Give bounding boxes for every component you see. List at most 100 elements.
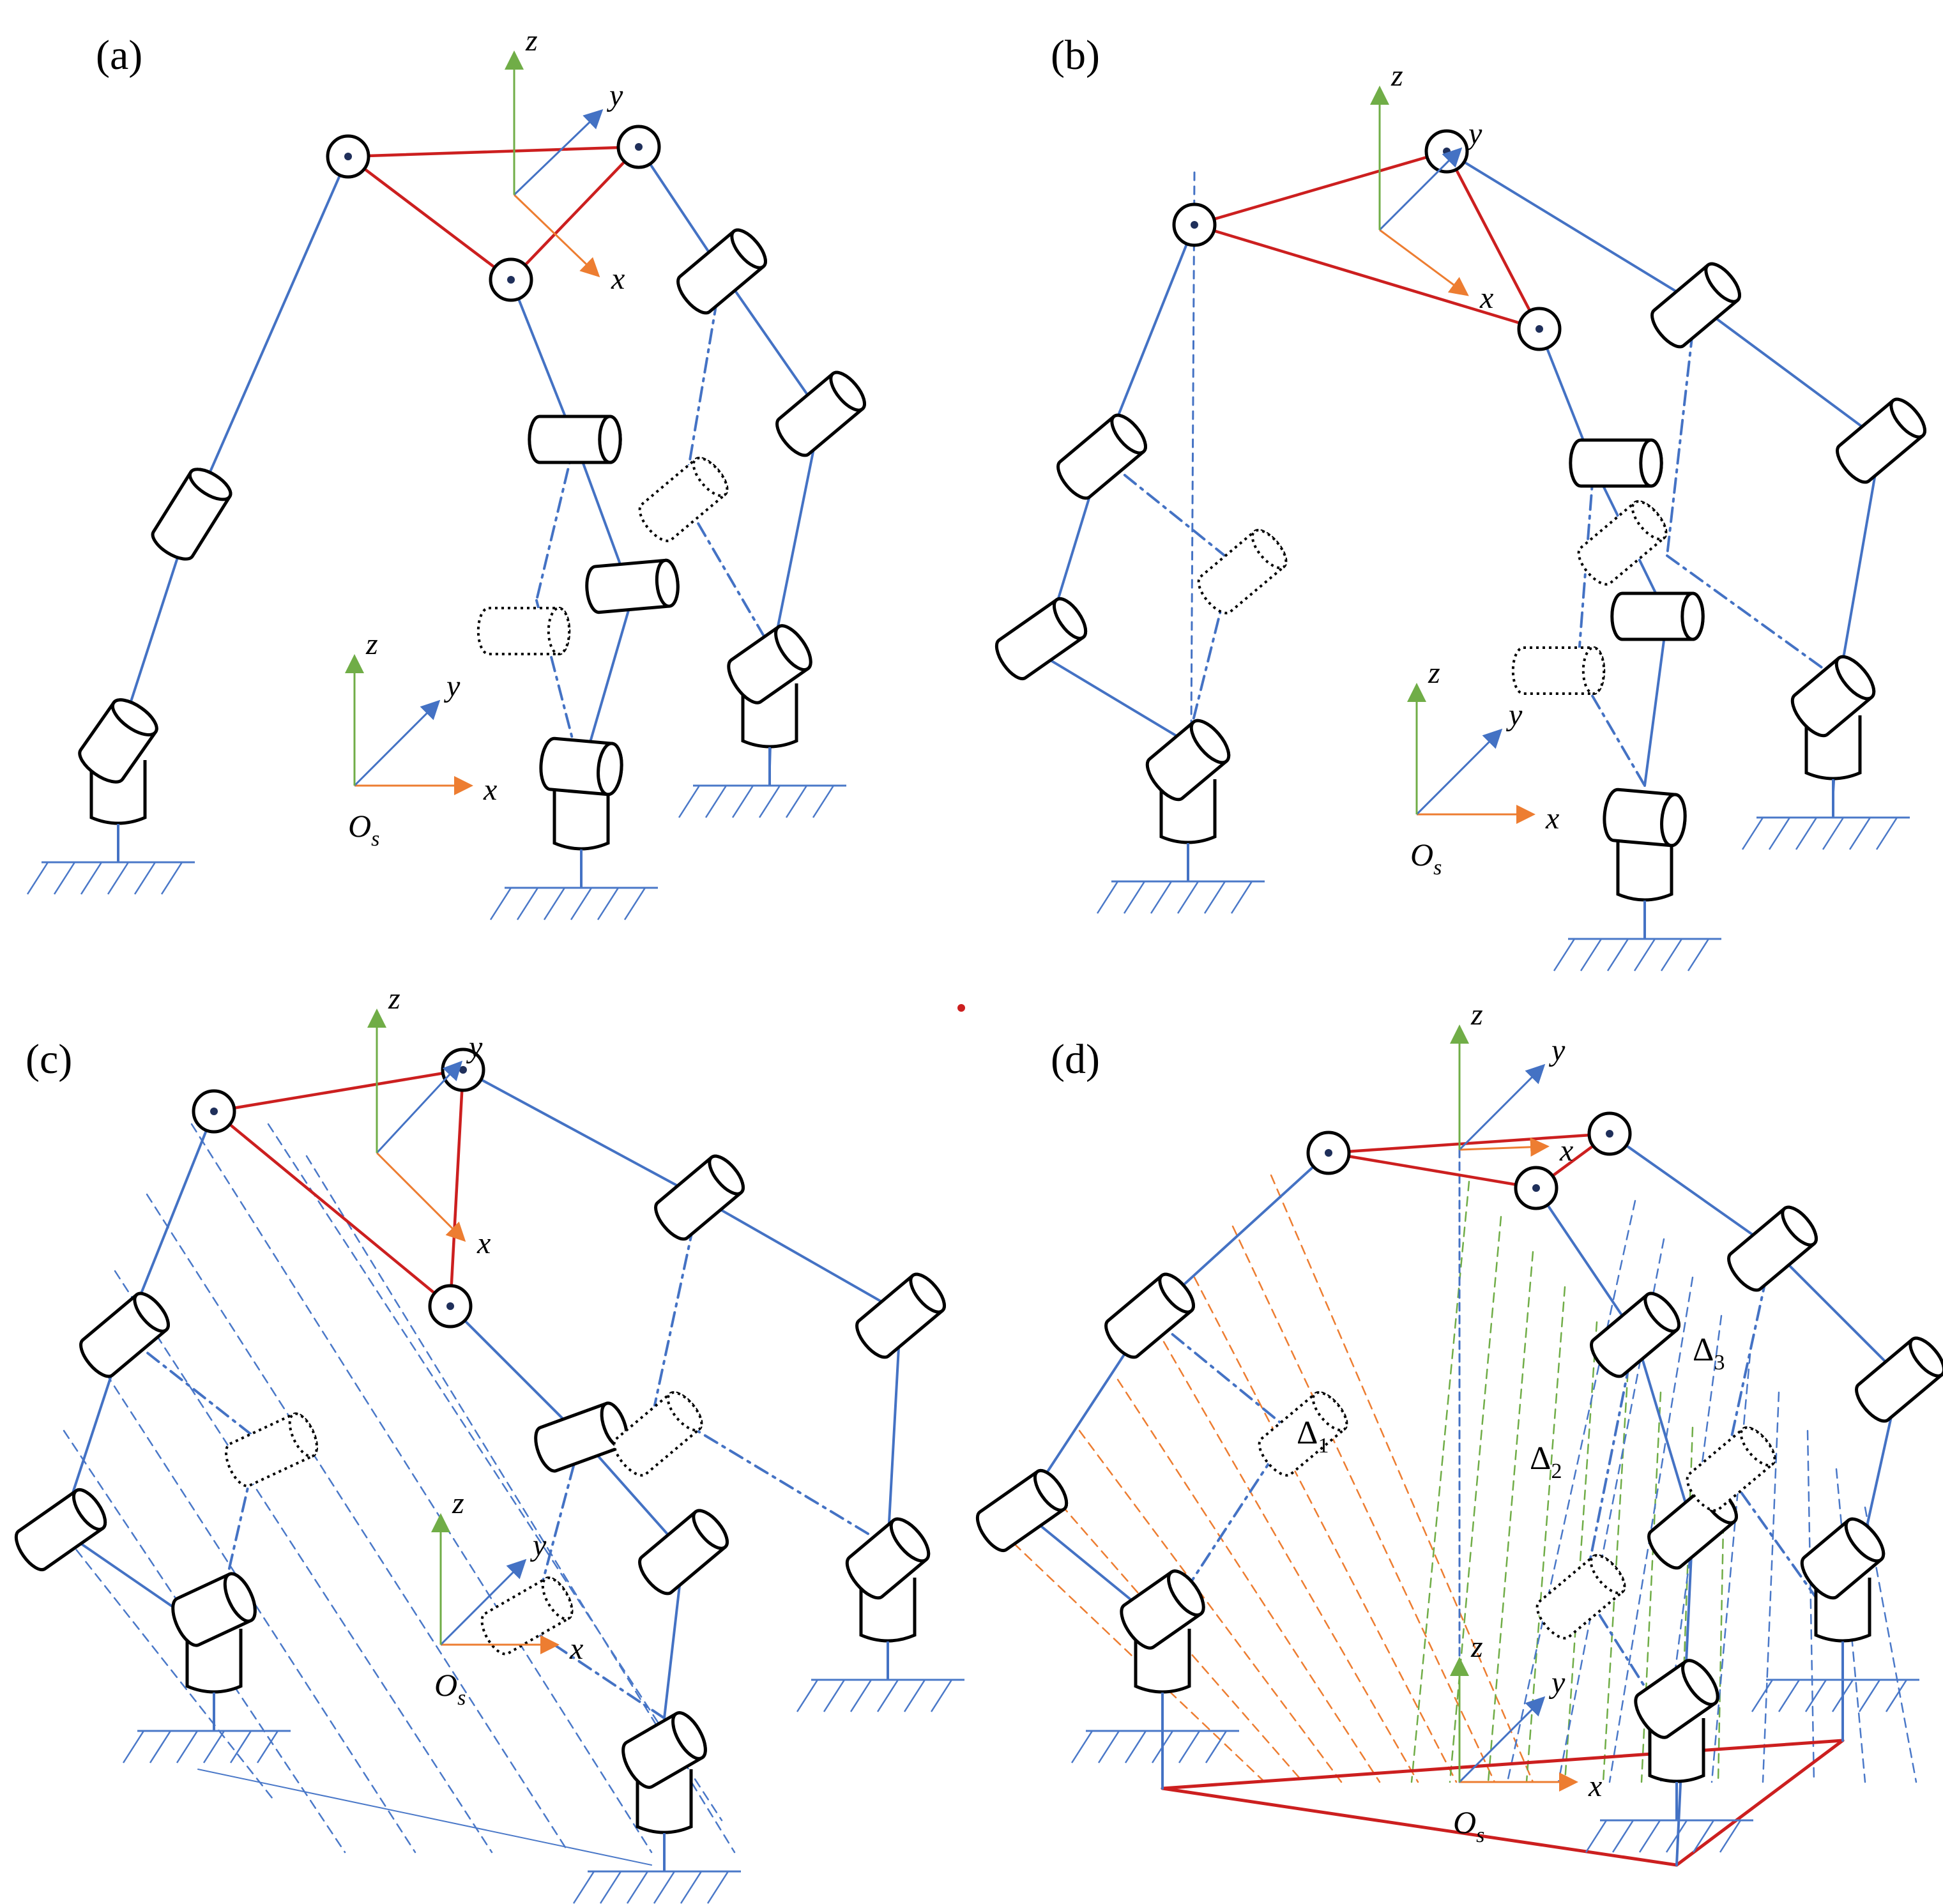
- x-axis-label: x: [1588, 1769, 1602, 1803]
- z-axis-label: z: [452, 1486, 464, 1520]
- z-axis-label: z: [525, 24, 538, 57]
- hatch-line: [1193, 1276, 1458, 1783]
- base-actuator-icon: [1585, 1718, 1753, 1853]
- virtual-joint-icon: [638, 457, 729, 542]
- virtual-link: [653, 1404, 889, 1547]
- origin-label: Os: [348, 808, 379, 851]
- hatch-line: [1155, 1327, 1419, 1783]
- actuator-head-icon: [1603, 788, 1687, 848]
- hatch-line: [1002, 1532, 1266, 1783]
- link: [1040, 653, 1186, 742]
- origin-subscript: s: [371, 827, 379, 851]
- prismatic-joint-icon: [1836, 397, 1926, 484]
- panel-label-a: (a): [96, 32, 142, 79]
- platform-edge: [1327, 1151, 1538, 1190]
- prismatic-joint-icon: [676, 228, 767, 315]
- prismatic-joint-icon: [528, 415, 622, 464]
- prismatic-joint-icon: [638, 1509, 729, 1596]
- revolute-joint-icon: [489, 257, 533, 302]
- revolute-joint-icon: [428, 1284, 473, 1329]
- y-axis-label: y: [1548, 1033, 1566, 1067]
- link: [1608, 1132, 1774, 1250]
- link: [887, 1311, 902, 1547]
- origin-subscript: s: [1433, 856, 1442, 880]
- base-c-coordinate-frame: [431, 1513, 560, 1654]
- x-axis-arrow: [513, 194, 600, 278]
- actuator-head-icon: [1790, 655, 1876, 738]
- link: [510, 278, 576, 442]
- virtual-joint-icon: [225, 1412, 318, 1488]
- prismatic-joint-icon: [1610, 591, 1705, 641]
- hatch-edge: [197, 1769, 652, 1866]
- virtual-joint-icon: [1258, 1391, 1348, 1477]
- region-label-delta-3: Δ3: [1693, 1332, 1725, 1375]
- hatch-line: [1762, 1391, 1780, 1783]
- region-label-delta-2: Δ2: [1530, 1440, 1562, 1483]
- revolute-joint-icon: [1306, 1131, 1351, 1175]
- virtual-link: [682, 270, 723, 499]
- prismatic-joint-icon: [1650, 262, 1741, 349]
- prismatic-joint-icon: [1056, 413, 1147, 500]
- actuator-head-icon: [1145, 719, 1231, 802]
- base-d-coordinate-frame: [1450, 1657, 1578, 1792]
- y-axis-arrow: [376, 1060, 463, 1154]
- virtual-link: [1583, 1334, 1636, 1592]
- actuator-head-icon: [1634, 1659, 1719, 1739]
- revolute-joint-icon: [192, 1089, 236, 1134]
- prismatic-joint-icon: [79, 1291, 170, 1378]
- virtual-joint-icon: [1686, 1426, 1776, 1512]
- prismatic-joint-icon: [654, 1154, 745, 1241]
- platform-edge: [1327, 1132, 1612, 1155]
- actuator-head-icon: [1120, 1569, 1205, 1650]
- hatch-line: [114, 1270, 493, 1854]
- virtual-joint-icon: [1511, 646, 1606, 695]
- region-subscript: 3: [1714, 1351, 1725, 1375]
- hatch-line: [1564, 1321, 1598, 1783]
- virtual-link: [529, 1436, 583, 1630]
- link: [1445, 150, 1697, 305]
- hatch-line: [146, 1193, 570, 1854]
- actuator-head-icon: [78, 698, 158, 784]
- origin-label: Os: [1453, 1804, 1484, 1847]
- virtual-link: [529, 1627, 666, 1719]
- platform-edge: [212, 1109, 452, 1308]
- virtual-joint-icon: [1535, 1554, 1626, 1640]
- hatch-line: [1525, 1286, 1566, 1783]
- platform-edge: [1192, 223, 1541, 331]
- prismatic-joint-icon: [994, 597, 1088, 680]
- y-axis-arrow: [513, 109, 604, 196]
- x-axis-arrow: [1459, 1137, 1550, 1157]
- x-axis-label: x: [569, 1632, 583, 1666]
- panel-label-d: (d): [1051, 1036, 1100, 1083]
- y-axis-arrow: [1458, 1063, 1546, 1151]
- revolute-joint-icon: [1172, 202, 1217, 247]
- virtual-joint-icon: [476, 607, 571, 655]
- prismatic-joint-icon: [151, 468, 232, 561]
- hatch-line: [1806, 1429, 1815, 1783]
- y-axis-arrow: [1458, 1696, 1546, 1783]
- y-axis-label: y: [530, 1528, 547, 1562]
- revolute-joint-icon: [1587, 1111, 1632, 1156]
- actuator-head-icon: [539, 736, 623, 796]
- prismatic-joint-icon: [1569, 438, 1663, 488]
- base-actuator-icon: [572, 1769, 741, 1904]
- y-axis-label: y: [1548, 1666, 1566, 1700]
- origin-subscript: s: [457, 1686, 466, 1710]
- x-axis-arrow: [1379, 229, 1469, 296]
- base-b-coordinate-frame: [1407, 683, 1535, 824]
- virtual-joint-icon: [1577, 500, 1668, 586]
- platform-edge: [346, 155, 513, 282]
- link: [720, 270, 822, 415]
- prismatic-joint-icon: [14, 1488, 107, 1571]
- hatch-line: [190, 1123, 653, 1854]
- base-actuator-icon: [122, 1629, 291, 1763]
- link: [449, 1305, 583, 1438]
- prismatic-joint-icon: [1104, 1272, 1195, 1359]
- virtual-joint-icon: [1197, 529, 1288, 614]
- link: [1643, 615, 1668, 787]
- y-axis-arrow: [1378, 147, 1463, 231]
- panel-label-c: (c): [26, 1036, 72, 1083]
- z-axis-label: z: [388, 982, 400, 1016]
- origin-subscript: s: [1476, 1824, 1484, 1847]
